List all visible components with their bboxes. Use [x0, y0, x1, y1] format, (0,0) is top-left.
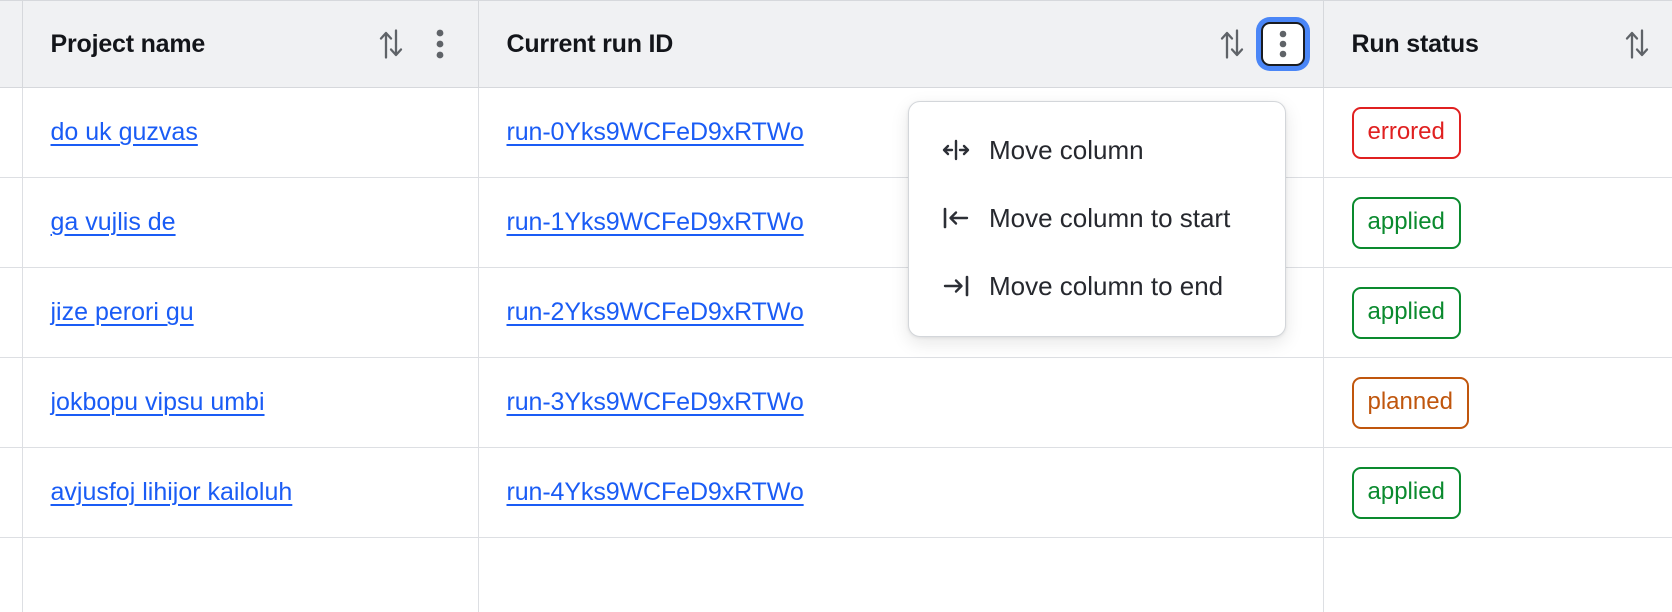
- column-header-label-project-name: Project name: [50, 29, 206, 58]
- cell-run-status: applied: [1323, 177, 1672, 268]
- row-gutter: [0, 357, 23, 448]
- row-gutter: [0, 267, 23, 358]
- cell-project-name: ga vujlis de: [22, 177, 479, 268]
- cell-current-run-id: [478, 537, 1324, 612]
- sort-updown-icon[interactable]: [374, 24, 408, 64]
- column-header-label-current-run-id: Current run ID: [506, 29, 674, 58]
- run-id-link[interactable]: run-1Yks9WCFeD9xRTWo: [506, 208, 804, 236]
- menu-item-move-column[interactable]: Move column: [909, 116, 1285, 184]
- project-name-link[interactable]: jize perori gu: [50, 298, 194, 326]
- cell-project-name: [22, 537, 479, 612]
- run-id-link[interactable]: run-3Yks9WCFeD9xRTWo: [506, 388, 804, 416]
- column-menu-button-current-run-id[interactable]: [1260, 22, 1305, 66]
- status-badge: planned: [1351, 376, 1469, 429]
- status-badge: applied: [1351, 196, 1461, 249]
- cell-project-name: jokbopu vipsu umbi: [22, 357, 479, 448]
- sort-updown-icon[interactable]: [1215, 24, 1249, 64]
- cell-run-status: planned: [1323, 357, 1672, 448]
- table-row: jokbopu vipsu umbi run-3Yks9WCFeD9xRTWo …: [0, 357, 1672, 448]
- kebab-menu-icon: [1279, 30, 1286, 58]
- run-id-link[interactable]: run-2Yks9WCFeD9xRTWo: [506, 298, 804, 326]
- table-header: Project name: [0, 0, 1672, 88]
- cell-current-run-id: run-3Yks9WCFeD9xRTWo: [478, 357, 1324, 448]
- column-menu-button-project-name[interactable]: [420, 24, 460, 64]
- cell-project-name: avjusfoj lihijor kailoluh: [22, 447, 479, 538]
- column-header-run-status[interactable]: Run status: [1323, 0, 1672, 88]
- status-badge: applied: [1351, 466, 1461, 519]
- row-gutter: [0, 87, 23, 178]
- menu-item-move-column-to-end[interactable]: Move column to end: [909, 252, 1285, 320]
- move-column-icon: [941, 135, 971, 165]
- table-body: do uk guzvas run-0Yks9WCFeD9xRTWo errore…: [0, 87, 1672, 612]
- column-tools-project-name: [374, 24, 460, 64]
- cell-run-status: [1323, 537, 1672, 612]
- row-gutter: [0, 537, 23, 612]
- column-header-gutter: [0, 0, 23, 88]
- column-header-current-run-id[interactable]: Current run ID: [478, 0, 1324, 88]
- menu-item-label: Move column to start: [989, 202, 1231, 233]
- column-context-menu: Move column Move column to start Mov: [908, 101, 1286, 337]
- move-column-to-start-icon: [941, 203, 971, 233]
- menu-item-label: Move column to end: [989, 270, 1224, 301]
- project-name-link[interactable]: jokbopu vipsu umbi: [50, 388, 265, 416]
- column-header-label-run-status: Run status: [1351, 29, 1479, 58]
- row-gutter: [0, 447, 23, 538]
- cell-current-run-id: run-4Yks9WCFeD9xRTWo: [478, 447, 1324, 538]
- cell-run-status: errored: [1323, 87, 1672, 178]
- cell-project-name: jize perori gu: [22, 267, 479, 358]
- project-name-link[interactable]: avjusfoj lihijor kailoluh: [50, 478, 293, 506]
- menu-item-move-column-to-start[interactable]: Move column to start: [909, 184, 1285, 252]
- run-id-link[interactable]: run-0Yks9WCFeD9xRTWo: [506, 118, 804, 146]
- column-header-project-name[interactable]: Project name: [22, 0, 479, 88]
- project-name-link[interactable]: do uk guzvas: [50, 118, 198, 146]
- table-header-row: Project name: [0, 0, 1672, 88]
- column-tools-run-status: [1620, 24, 1654, 64]
- move-column-to-end-icon: [941, 271, 971, 301]
- sort-updown-icon[interactable]: [1620, 24, 1654, 64]
- project-name-link[interactable]: ga vujlis de: [50, 208, 176, 236]
- cell-run-status: applied: [1323, 267, 1672, 358]
- column-tools-current-run-id: [1215, 22, 1305, 66]
- table-row-partial: [0, 537, 1672, 612]
- table-row: jize perori gu run-2Yks9WCFeD9xRTWo appl…: [0, 267, 1672, 358]
- row-gutter: [0, 177, 23, 268]
- table-row: avjusfoj lihijor kailoluh run-4Yks9WCFeD…: [0, 447, 1672, 538]
- cell-project-name: do uk guzvas: [22, 87, 479, 178]
- status-badge: applied: [1351, 286, 1461, 339]
- menu-item-label: Move column: [989, 134, 1144, 165]
- kebab-menu-icon: [436, 29, 443, 59]
- table-row: do uk guzvas run-0Yks9WCFeD9xRTWo errore…: [0, 87, 1672, 178]
- run-id-link[interactable]: run-4Yks9WCFeD9xRTWo: [506, 478, 804, 506]
- cell-run-status: applied: [1323, 447, 1672, 538]
- table-row: ga vujlis de run-1Yks9WCFeD9xRTWo applie…: [0, 177, 1672, 268]
- status-badge: errored: [1351, 106, 1461, 159]
